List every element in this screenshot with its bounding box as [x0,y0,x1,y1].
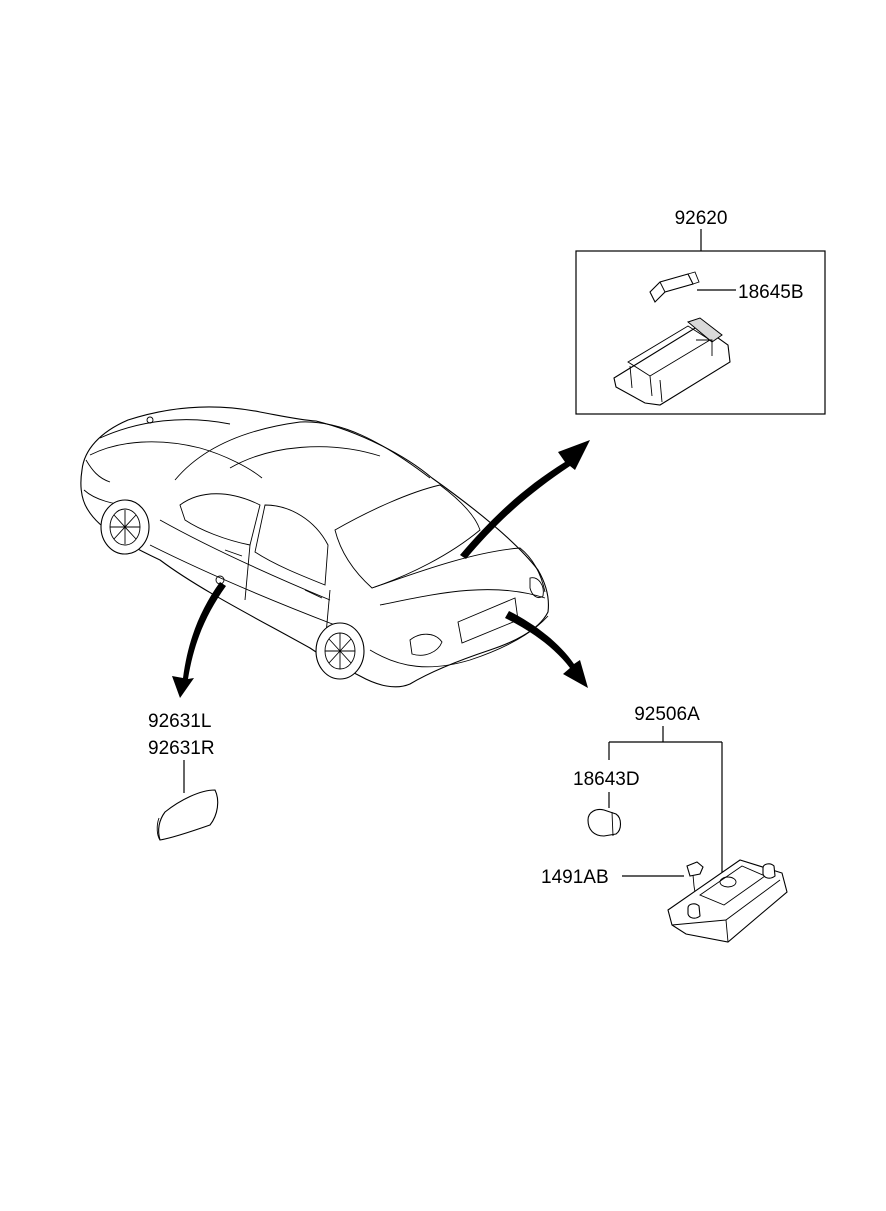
license-lamp-bulb-label: 18643D [573,769,640,790]
room-lamp-bulb [649,271,700,303]
license-lamp-group: 92506A 18643D 1491AB [541,704,788,943]
room-lamp-assy-label: 92620 [675,208,728,229]
side-marker-r-label: 92631R [148,738,215,759]
room-lamp-group: 92620 18645B [575,208,826,415]
rear-wheel [315,622,365,680]
room-lamp-housing [613,317,731,406]
room-lamp-box [575,250,826,415]
sedan-illustration [80,406,549,688]
arrow-to-license-lamp [505,611,588,688]
side-marker-l-label: 92631L [148,711,211,732]
front-wheel [100,499,150,555]
license-lamp-bulb [587,808,622,837]
side-marker-group: 92631L 92631R [148,711,219,841]
side-marker-lamp [156,789,219,841]
license-lamp-housing [667,859,788,943]
arrow-to-room-lamp [460,440,590,559]
room-lamp-bulb-label: 18645B [738,282,804,303]
license-lamp-assy-label: 92506A [634,704,700,725]
screw-label: 1491AB [541,867,609,888]
arrow-to-side-marker [172,582,226,698]
